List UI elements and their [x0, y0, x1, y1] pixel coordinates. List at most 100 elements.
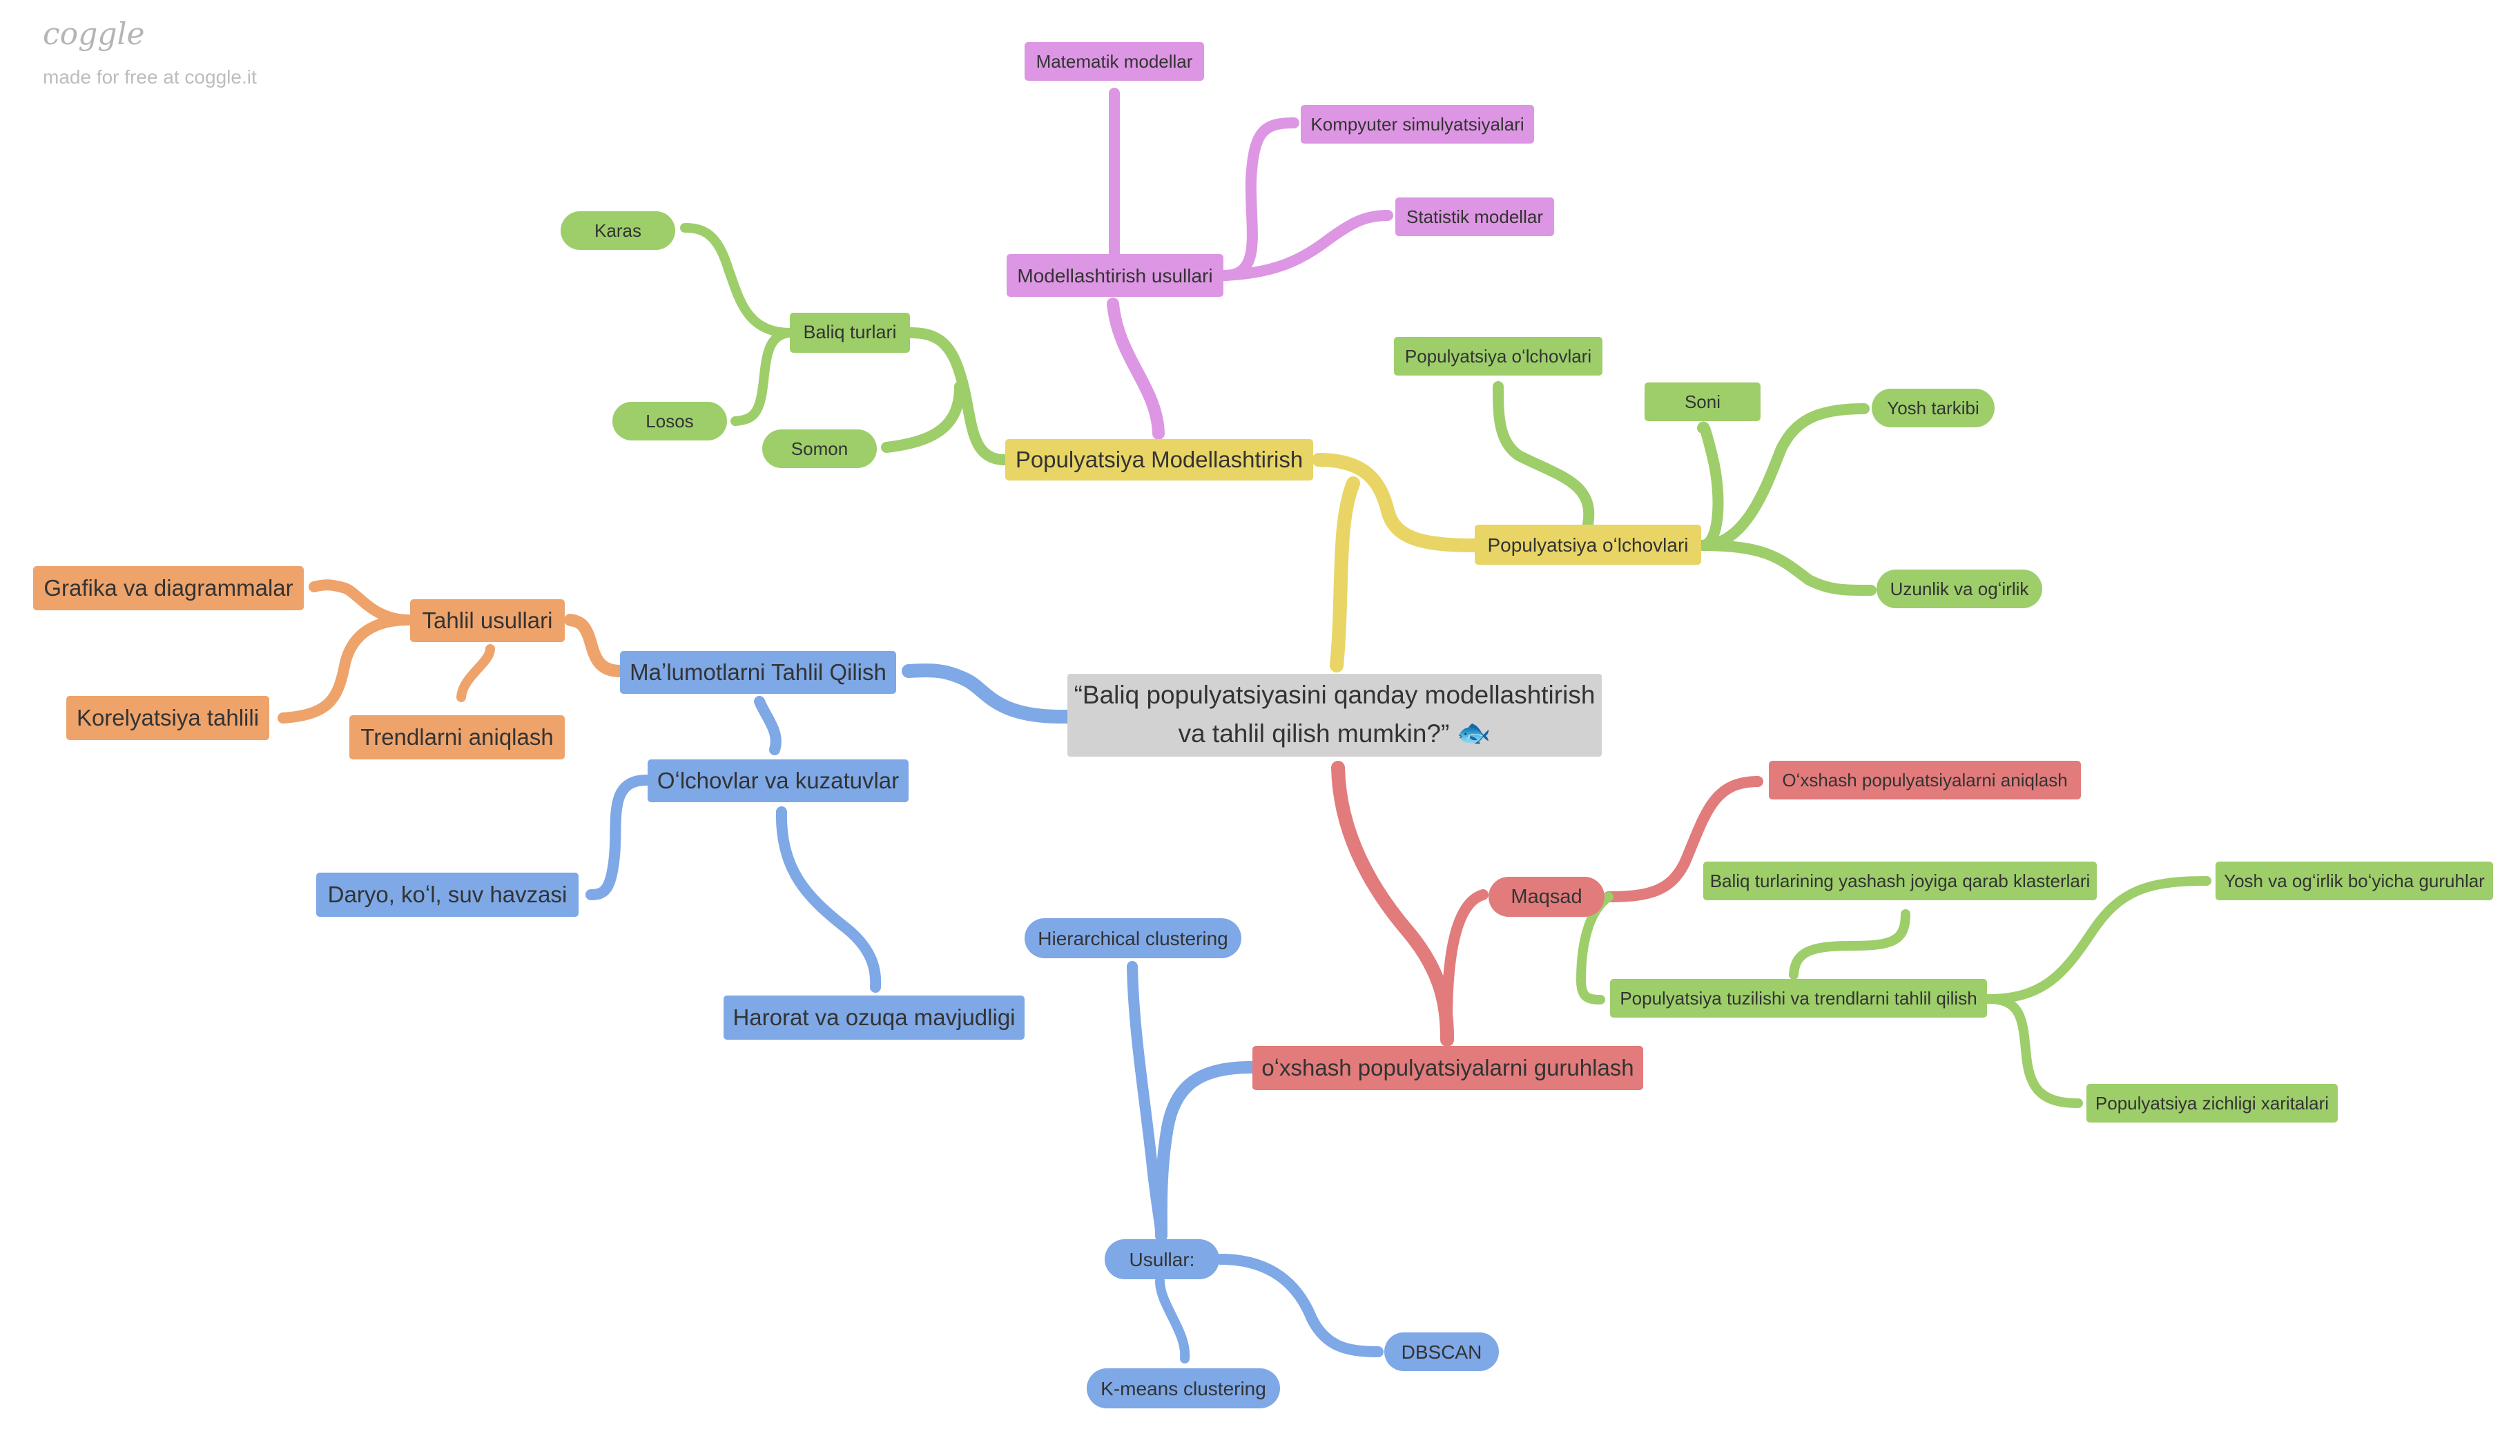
coggle-logo: coggle — [43, 17, 145, 52]
node-statistik-modellar[interactable]: Statistik modellar — [1395, 197, 1554, 236]
connector-1 — [1312, 453, 1482, 552]
node-label: Modellashtirish usullari — [1017, 264, 1213, 287]
node-label: Yosh tarkibi — [1887, 397, 1979, 418]
node-label: Daryo, koʻl, suv havzasi — [327, 882, 568, 908]
node-label: Populyatsiya oʻlchovlari — [1487, 534, 1689, 556]
node-label: Baliq turlarining yashash joyiga qarab k… — [1709, 870, 2091, 891]
node-grafika[interactable]: Grafika va diagrammalar — [33, 566, 304, 610]
node-populyatsiya-tuzilishi[interactable]: Populyatsiya tuzilishi va trendlarni tah… — [1610, 979, 1987, 1018]
connector-28 — [1984, 994, 2083, 1108]
node-malumotlarni-tahlil[interactable]: Maʼlumotlarni Tahlil Qilish — [620, 651, 896, 694]
connector-27 — [1984, 876, 2211, 1004]
connector-31 — [1215, 1254, 1384, 1357]
node-zichligi[interactable]: Populyatsiya zichligi xaritalari — [2086, 1084, 2338, 1123]
coggle-tagline: made for free at coggle.it — [43, 66, 257, 88]
connector-16 — [309, 579, 414, 625]
central-line-1: “Baliq populyatsiyasini qanday modellash… — [1074, 681, 1596, 710]
connector-32 — [1155, 1277, 1190, 1363]
node-label: Somon — [791, 438, 849, 459]
node-label: Soni — [1684, 391, 1721, 412]
node-label: Karas — [594, 220, 641, 241]
node-uzunlik[interactable]: Uzunlik va ogʻirlik — [1877, 570, 2042, 608]
connector-0 — [1330, 476, 1360, 672]
node-modellashtirish-usullari[interactable]: Modellashtirish usullari — [1007, 254, 1223, 297]
node-label: Oʻxshash populyatsiyalarni aniqlash — [1782, 769, 2068, 790]
node-oxshash-aniqlash[interactable]: Oʻxshash populyatsiyalarni aniqlash — [1769, 761, 2081, 799]
node-baliq-turlarining[interactable]: Baliq turlarining yashash joyiga qarab k… — [1703, 862, 2097, 900]
node-populyatsiya-olchovlari-green[interactable]: Populyatsiya oʻlchovlari — [1394, 337, 1602, 376]
node-populyatsiya-olchovlari[interactable]: Populyatsiya oʻlchovlari — [1475, 525, 1701, 565]
connector-3 — [680, 223, 795, 338]
node-label: Matematik modellar — [1036, 50, 1193, 72]
node-soni[interactable]: Soni — [1645, 382, 1761, 421]
node-label: Harorat va ozuqa mavjudligi — [733, 1004, 1016, 1031]
node-label: Uzunlik va ogʻirlik — [1890, 578, 2029, 599]
node-tahlil-usullari[interactable]: Tahlil usullari — [410, 599, 565, 642]
node-label: oʻxshash populyatsiyalarni guruhlash — [1261, 1055, 1634, 1081]
connector-14 — [902, 663, 1074, 724]
node-label: Hierarchical clustering — [1038, 927, 1228, 949]
node-olchovlar-kuzatuvlar[interactable]: Oʻlchovlar va kuzatuvlar — [648, 759, 909, 802]
node-label: Baliq turlari — [803, 322, 897, 343]
node-label: Populyatsiya Modellashtirish — [1015, 447, 1303, 473]
node-label: Populyatsiya oʻlchovlari — [1404, 345, 1592, 367]
node-label: K-means clustering — [1101, 1377, 1266, 1399]
connector-13 — [1697, 540, 1877, 596]
connector-21 — [775, 806, 882, 993]
node-harorat[interactable]: Harorat va ozuqa mavjudligi — [724, 996, 1025, 1040]
connector-29 — [1154, 1061, 1257, 1242]
node-label: Tahlil usullari — [422, 608, 553, 634]
connector-12 — [1697, 403, 1870, 551]
node-label: Trendlarni aniqlash — [360, 724, 554, 750]
node-yosh-tarkibi[interactable]: Yosh tarkibi — [1872, 389, 1995, 427]
connector-23 — [1442, 889, 1489, 1027]
node-hierarchical[interactable]: Hierarchical clustering — [1025, 918, 1241, 958]
node-korelyatsiya[interactable]: Korelyatsiya tahlili — [66, 696, 269, 740]
node-matematik-modellar[interactable]: Matematik modellar — [1025, 42, 1204, 81]
node-somon[interactable]: Somon — [762, 429, 877, 468]
node-kmeans[interactable]: K-means clustering — [1087, 1368, 1280, 1408]
node-losos[interactable]: Losos — [612, 402, 727, 440]
node-karas[interactable]: Karas — [561, 211, 675, 250]
node-dbscan[interactable]: DBSCAN — [1384, 1332, 1499, 1371]
connector-22 — [1331, 761, 1454, 1047]
node-label: Maʼlumotlarni Tahlil Qilish — [630, 659, 886, 686]
node-label: Korelyatsiya tahlili — [76, 705, 260, 731]
node-label: DBSCAN — [1401, 1341, 1482, 1363]
connector-4 — [730, 328, 795, 426]
node-trendlarni[interactable]: Trendlarni aniqlash — [349, 715, 565, 759]
connector-26 — [1789, 909, 1910, 980]
connector-24 — [1603, 776, 1763, 902]
connector-20 — [585, 775, 652, 900]
node-usullar[interactable]: Usullar: — [1105, 1239, 1219, 1279]
node-label: Losos — [646, 410, 694, 431]
fish-icon: 🐟 — [1456, 717, 1491, 748]
connector-30 — [1127, 961, 1167, 1241]
node-maqsad[interactable]: Maqsad — [1489, 877, 1605, 917]
connector-8 — [1219, 117, 1299, 281]
node-guruhlash[interactable]: oʻxshash populyatsiyalarni guruhlash — [1252, 1046, 1643, 1090]
node-yosh-va-ogirlik[interactable]: Yosh va ogʻirlik boʻyicha guruhlar — [2216, 862, 2493, 900]
node-kompyuter-simulyatsiyalari[interactable]: Kompyuter simulyatsiyalari — [1301, 105, 1534, 144]
node-label: Populyatsiya tuzilishi va trendlarni tah… — [1620, 987, 1977, 1009]
connector-9 — [1219, 210, 1393, 281]
node-label: Grafika va diagrammalar — [43, 575, 293, 601]
connector-11 — [1697, 421, 1724, 551]
connector-10 — [1493, 381, 1595, 530]
node-label: Yosh va ogʻirlik boʻyicha guruhlar — [2224, 870, 2485, 891]
connector-19 — [754, 696, 782, 755]
node-baliq-turlari[interactable]: Baliq turlari — [790, 313, 910, 353]
node-populyatsiya-modellashtirish[interactable]: Populyatsiya Modellashtirish — [1005, 439, 1313, 481]
central-topic[interactable]: “Baliq populyatsiyasini qanday modellash… — [1067, 674, 1602, 757]
node-label: Usullar: — [1129, 1248, 1195, 1270]
node-daryo[interactable]: Daryo, koʻl, suv havzasi — [316, 873, 579, 917]
node-label: Statistik modellar — [1406, 206, 1543, 227]
connector-5 — [881, 381, 965, 453]
node-label: Maqsad — [1511, 885, 1582, 908]
connector-18 — [456, 644, 495, 702]
central-line-2: va tahlil qilish mumkin?” — [1178, 719, 1450, 748]
node-label: Kompyuter simulyatsiyalari — [1310, 113, 1524, 135]
node-label: Populyatsiya zichligi xaritalari — [2095, 1092, 2329, 1114]
connector-6 — [1107, 298, 1165, 440]
